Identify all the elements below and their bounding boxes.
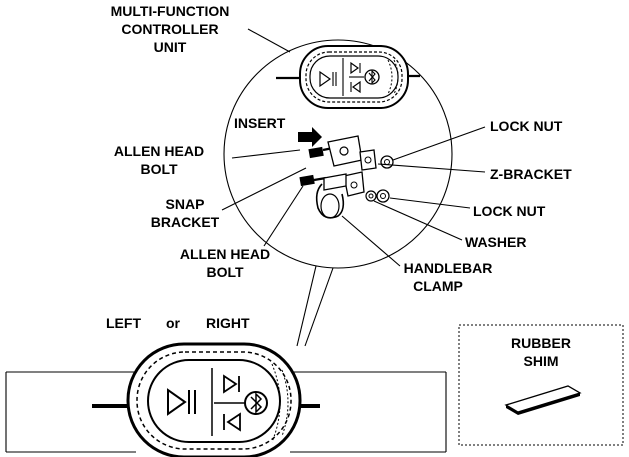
rubber-shim <box>504 385 582 415</box>
controller-label-line1: MULTI-FUNCTION <box>111 3 230 19</box>
rubber-shim-label-line2: SHIM <box>524 353 559 369</box>
washer <box>365 190 377 202</box>
washer-label: WASHER <box>465 234 526 250</box>
z-bracket-label: Z-BRACKET <box>490 166 572 182</box>
large-next-track-icon <box>223 374 240 394</box>
allen-bolt-top-label-line1: ALLEN HEAD <box>114 143 204 159</box>
large-play-pause-icon <box>167 388 196 416</box>
allen-bolt-bottom-label-line2: BOLT <box>206 264 244 280</box>
lock-nut-bottom <box>376 189 390 203</box>
play-pause-icon <box>319 70 337 88</box>
bluetooth-icon <box>364 69 380 85</box>
large-bluetooth-icon <box>244 391 268 415</box>
previous-track-icon <box>350 80 361 94</box>
rubber-shim-panel: RUBBER SHIM <box>458 324 624 446</box>
mounting-hardware <box>299 135 394 219</box>
or-label: or <box>166 315 181 331</box>
large-previous-track-icon <box>223 412 241 432</box>
right-label: RIGHT <box>206 315 250 331</box>
controller-label-line2: CONTROLLER <box>121 21 218 37</box>
allen-bolt-top-label-line2: BOLT <box>140 161 178 177</box>
handlebar-clamp <box>315 173 347 219</box>
left-label: LEFT <box>106 315 141 331</box>
lock-nut-top <box>380 155 394 169</box>
handlebar-clamp-label-line2: CLAMP <box>413 278 463 294</box>
large-controller-unit <box>126 342 302 457</box>
detail-circle <box>223 39 453 347</box>
handlebar-clamp-label-line1: HANDLEBAR <box>404 260 493 276</box>
insert-label: INSERT <box>234 115 286 131</box>
leader-lines <box>221 28 486 267</box>
lock-nut-top-label: LOCK NUT <box>490 118 563 134</box>
allen-bolt-bottom-label-line1: ALLEN HEAD <box>180 246 270 262</box>
small-controller-unit <box>276 45 420 109</box>
snap-bracket-label-line1: SNAP <box>166 196 205 212</box>
next-track-icon <box>350 61 361 75</box>
controller-label-line3: UNIT <box>154 39 187 55</box>
rubber-shim-label-line1: RUBBER <box>511 335 571 351</box>
snap-bracket-label-line2: BRACKET <box>151 214 220 230</box>
z-bracket <box>343 149 377 197</box>
insert-arrow-icon <box>298 127 322 147</box>
snap-bracket <box>327 135 363 167</box>
lock-nut-bottom-label: LOCK NUT <box>473 203 546 219</box>
